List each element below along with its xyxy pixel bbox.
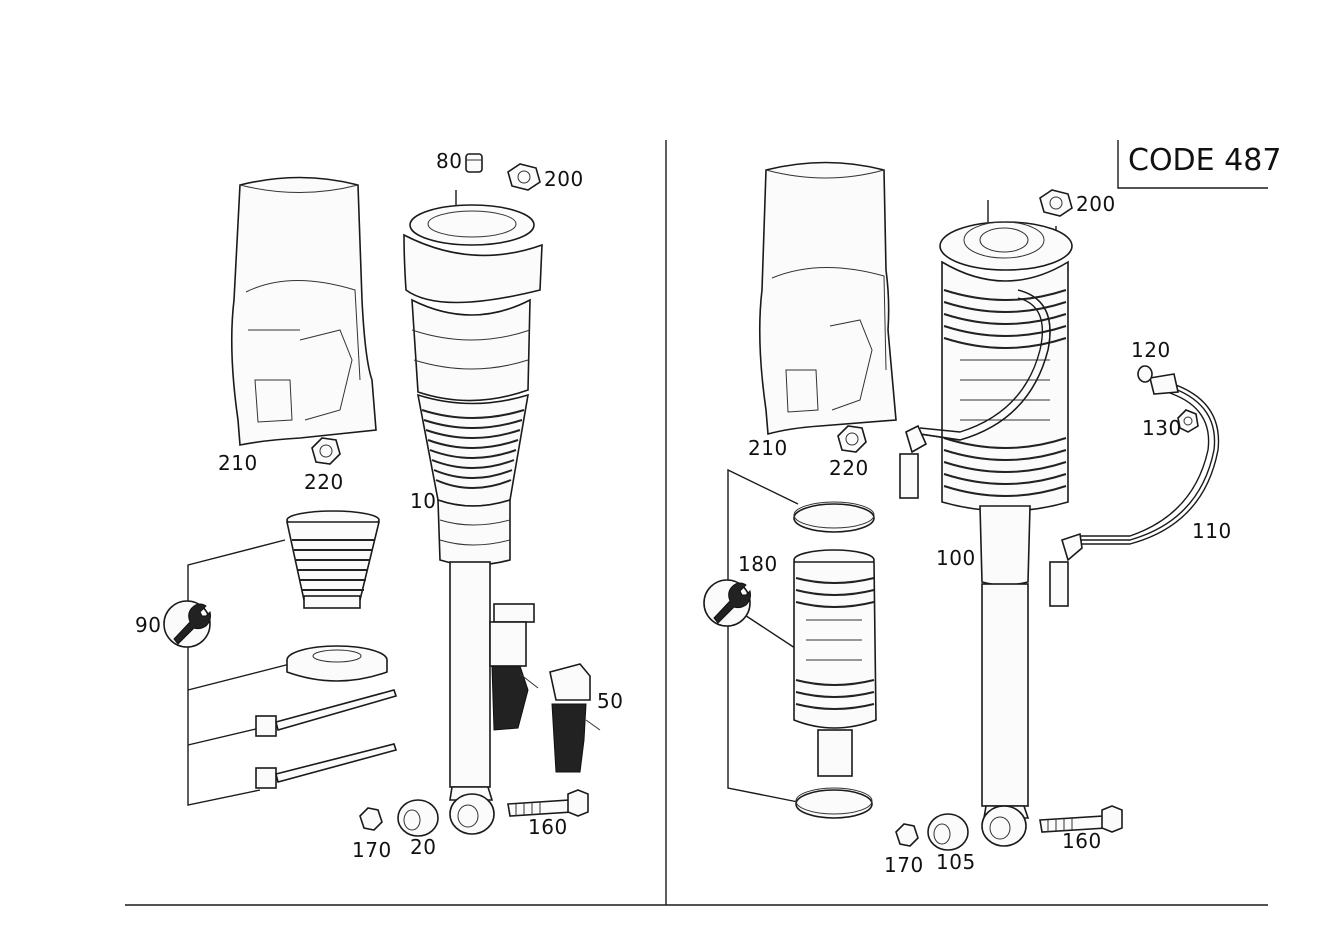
code-box-frame	[1117, 140, 1268, 189]
kit-90-bracket	[187, 539, 291, 806]
screw-130	[1177, 409, 1199, 433]
code-box-text: CODE 487	[1128, 143, 1281, 178]
label-105: 105	[936, 850, 976, 874]
hose-110	[1049, 373, 1220, 607]
air-sleeve-180	[793, 549, 877, 777]
label-130: 130	[1142, 416, 1182, 440]
nut-220-left	[311, 437, 341, 465]
label-120: 120	[1131, 338, 1171, 362]
clamp-ring-180-top	[793, 501, 875, 533]
label-200-right: 200	[1076, 192, 1116, 216]
nut-200-left	[507, 163, 541, 191]
label-210-left: 210	[218, 451, 258, 475]
label-90: 90	[135, 613, 161, 637]
o-ring-120	[1137, 365, 1153, 383]
heat-shield-210-right	[758, 161, 897, 436]
label-170-right: 170	[884, 853, 924, 877]
bolt-160-right	[1039, 805, 1123, 833]
nut-170-left	[359, 807, 383, 831]
clamp-ring-180-bottom	[795, 787, 873, 819]
kit-180-bracket	[727, 468, 799, 803]
air-strut-100	[939, 200, 1073, 819]
cable-tie-90-a	[255, 689, 398, 737]
label-200-left: 200	[544, 167, 584, 191]
label-80: 80	[436, 149, 462, 173]
nut-220-right	[837, 425, 867, 453]
bushing-eye-left	[449, 793, 495, 835]
cable-tie-90-b	[255, 743, 398, 789]
bushing-105	[927, 813, 969, 851]
nut-170-right	[895, 823, 919, 847]
label-160-right: 160	[1062, 829, 1102, 853]
heat-shield-210-left	[230, 176, 377, 446]
label-220-right: 220	[829, 456, 869, 480]
label-160-left: 160	[528, 815, 568, 839]
label-180: 180	[738, 552, 778, 576]
valve-50-b	[549, 663, 601, 773]
nut-80	[465, 153, 483, 173]
wrench-icon	[163, 600, 211, 648]
label-100: 100	[936, 546, 976, 570]
ring-90	[286, 645, 388, 682]
wrench-icon	[703, 579, 751, 627]
label-50: 50	[597, 689, 623, 713]
label-220-left: 220	[304, 470, 344, 494]
label-170-left: 170	[352, 838, 392, 862]
label-20: 20	[410, 835, 436, 859]
label-10: 10	[410, 489, 436, 513]
bushing-eye-right	[981, 805, 1027, 847]
bushing-20	[397, 799, 439, 837]
valve-50-a	[489, 603, 539, 731]
hose-strut	[899, 289, 1051, 499]
label-110: 110	[1192, 519, 1232, 543]
bellows-90	[286, 510, 381, 609]
nut-200-right	[1039, 189, 1073, 217]
bolt-160-left	[507, 789, 589, 817]
label-210-right: 210	[748, 436, 788, 460]
